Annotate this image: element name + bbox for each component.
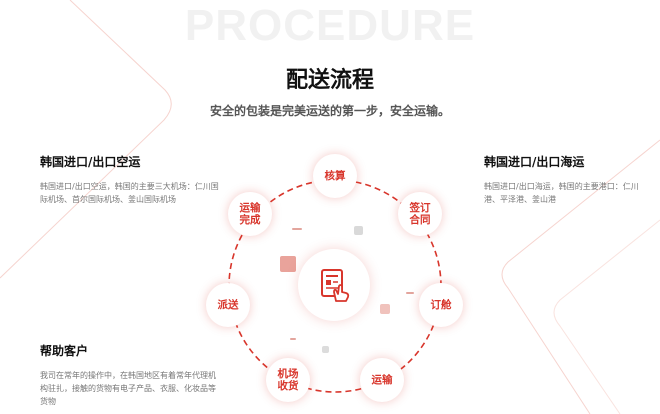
step-check-label: 核算 [324,170,346,182]
help-customer-info: 帮助客户 我司在常年的操作中，在韩国地区有着常年代理机构驻扎，接触的货物有电子产… [40,342,220,408]
deco-dash [406,292,414,294]
sea-freight-text: 韩国进口/出口海运，韩国的主要港口：仁川港、平泽港、釜山港 [484,182,639,204]
step-sign-contract-label: 签订合同 [409,202,431,226]
step-check[interactable]: 核算 [313,154,357,198]
deco-dash [290,338,296,340]
deco-square [322,346,329,353]
sea-freight-info: 韩国进口/出口海运 韩国进口/出口海运，韩国的主要港口：仁川港、平泽港、釜山港 [484,153,644,206]
watermark-text: PROCEDURE [184,1,476,50]
step-transport-done-label: 运输完成 [239,202,261,226]
help-customer-text: 我司在常年的操作中，在韩国地区有着常年代理机构驻扎，接触的货物有电子产品、衣服、… [40,371,216,406]
step-airport-receive-label: 机场收货 [277,368,299,392]
help-customer-title: 帮助客户 [40,344,89,358]
document-hand-icon [321,269,350,302]
deco-dash [292,228,302,230]
step-dispatch[interactable]: 派送 [206,283,250,327]
step-transport[interactable]: 运输 [360,358,404,402]
deco-square [280,256,296,272]
step-transport-label: 运输 [371,374,393,386]
center-badge [298,249,370,321]
step-booking[interactable]: 订舱 [419,283,463,327]
step-airport-receive[interactable]: 机场收货 [266,358,310,402]
deco-square [380,304,390,314]
air-freight-text: 韩国进口/出口空运，韩国的主要三大机场：仁川国际机场、首尔国际机场、釜山国际机场 [40,182,219,204]
air-freight-info: 韩国进口/出口空运 韩国进口/出口空运，韩国的主要三大机场：仁川国际机场、首尔国… [40,153,220,206]
page-title: 配送流程 [285,68,374,93]
deco-square [354,226,363,235]
sea-freight-title: 韩国进口/出口海运 [484,155,585,169]
air-freight-title: 韩国进口/出口空运 [40,155,141,169]
step-transport-done[interactable]: 运输完成 [228,192,272,236]
page-subtitle: 安全的包装是完美运送的第一步，安全运输。 [209,104,450,118]
step-booking-label: 订舱 [430,299,452,311]
step-sign-contract[interactable]: 签订合同 [398,192,442,236]
step-dispatch-label: 派送 [217,299,239,311]
